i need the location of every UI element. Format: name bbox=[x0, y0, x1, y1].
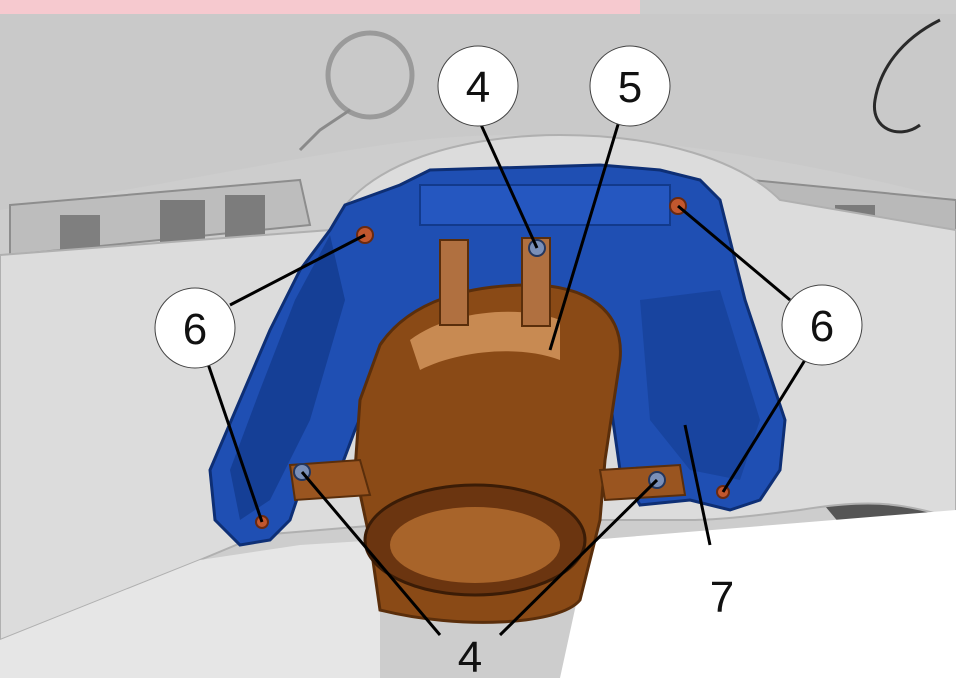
cable bbox=[873, 18, 941, 134]
pipe-inner bbox=[390, 507, 560, 583]
callout-4-top: 4 bbox=[437, 45, 519, 127]
leader-lines bbox=[203, 117, 807, 637]
leader-6-left-a bbox=[229, 233, 366, 307]
heat-shield-tab-top-left bbox=[439, 239, 469, 326]
leader-4-top bbox=[476, 117, 539, 249]
callout-label: 5 bbox=[618, 63, 642, 112]
leader-6-left-b bbox=[203, 354, 264, 523]
callout-label: 4 bbox=[466, 63, 490, 112]
callout-label: 6 bbox=[810, 302, 834, 351]
leader-6-right-b bbox=[721, 359, 807, 493]
filler-ring bbox=[325, 30, 415, 120]
callout-circle bbox=[437, 45, 519, 127]
heat-shield-tab-right bbox=[598, 463, 687, 502]
bracket-shading-right bbox=[640, 290, 760, 480]
leader-4-bottom-a bbox=[300, 471, 442, 636]
bumper-lower bbox=[0, 540, 380, 678]
bracket-top-rail bbox=[419, 184, 671, 226]
leader-5 bbox=[548, 117, 622, 351]
label-4-bottom: 4 bbox=[458, 633, 482, 678]
bracket-shading-left bbox=[230, 235, 345, 520]
leader-6-right-a bbox=[677, 204, 791, 302]
bumper-lower-right bbox=[560, 510, 956, 678]
top-banner bbox=[0, 0, 640, 14]
callout-5: 5 bbox=[589, 45, 671, 127]
leader-7 bbox=[683, 424, 712, 546]
callout-6-right: 6 bbox=[781, 284, 863, 366]
callout-circle bbox=[589, 45, 671, 127]
leader-4-bottom-b bbox=[498, 478, 659, 637]
label-7: 7 bbox=[710, 573, 734, 622]
callout-6-left: 6 bbox=[154, 287, 236, 369]
clip-3 bbox=[225, 195, 265, 240]
callout-circle bbox=[154, 287, 236, 369]
callout-circle bbox=[781, 284, 863, 366]
callout-label: 6 bbox=[183, 305, 207, 354]
filler-tether bbox=[298, 108, 351, 152]
